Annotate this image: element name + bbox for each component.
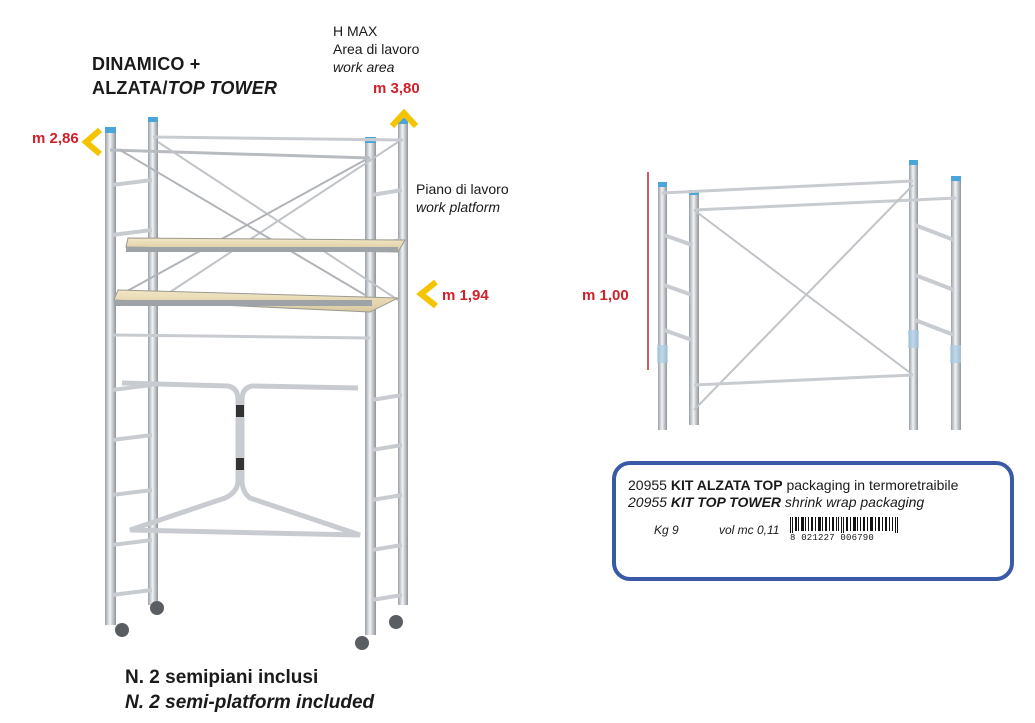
arrow-1-94-icon bbox=[416, 279, 438, 309]
platform-label: Piano di lavoro work platform bbox=[416, 180, 509, 216]
product-title: DINAMICO + ALZATA/TOP TOWER bbox=[92, 52, 277, 100]
arrow-3-80-icon bbox=[389, 108, 419, 129]
tower-scaffold bbox=[105, 117, 408, 650]
arrow-2-86-icon bbox=[81, 127, 102, 157]
product-line-it: 20955 KIT ALZATA TOP packaging in termor… bbox=[628, 477, 959, 493]
hmax-value: m 3,80 bbox=[373, 80, 420, 97]
hmax-line-3: work area bbox=[333, 59, 395, 75]
platform-line-2: work platform bbox=[416, 199, 501, 215]
included-platforms-note: N. 2 semipiani inclusi N. 2 semi-platfor… bbox=[125, 665, 374, 715]
included-line-1: N. 2 semipiani inclusi bbox=[125, 667, 319, 688]
barcode-icon bbox=[790, 517, 898, 533]
product-info-box: 20955 KIT ALZATA TOP packaging in termor… bbox=[612, 461, 1014, 581]
title-line-1: DINAMICO + bbox=[92, 54, 201, 74]
platform-height-value: m 1,94 bbox=[442, 287, 489, 304]
product-volume: vol mc 0,11 bbox=[719, 523, 780, 537]
product-weight: Kg 9 bbox=[654, 523, 679, 537]
platform-line-1: Piano di lavoro bbox=[416, 181, 509, 197]
barcode-number: 8 021227 006790 bbox=[790, 533, 875, 543]
title-line-2-b: TOP TOWER bbox=[167, 78, 278, 98]
hmax-line-2: Area di lavoro bbox=[333, 41, 420, 57]
hmax-line-1: H MAX bbox=[333, 23, 378, 39]
hmax-label: H MAX Area di lavoro work area bbox=[333, 22, 419, 76]
title-line-2: ALZATA/TOP TOWER bbox=[92, 76, 277, 100]
alzata-height-value: m 1,00 bbox=[582, 287, 629, 304]
product-line-en: 20955 KIT TOP TOWER shrink wrap packagin… bbox=[628, 494, 925, 510]
left-height-value: m 2,86 bbox=[32, 130, 79, 147]
title-line-2-a: ALZATA/ bbox=[92, 78, 168, 98]
alzata-frame bbox=[647, 160, 961, 430]
included-line-2: N. 2 semi-platform included bbox=[125, 692, 375, 713]
